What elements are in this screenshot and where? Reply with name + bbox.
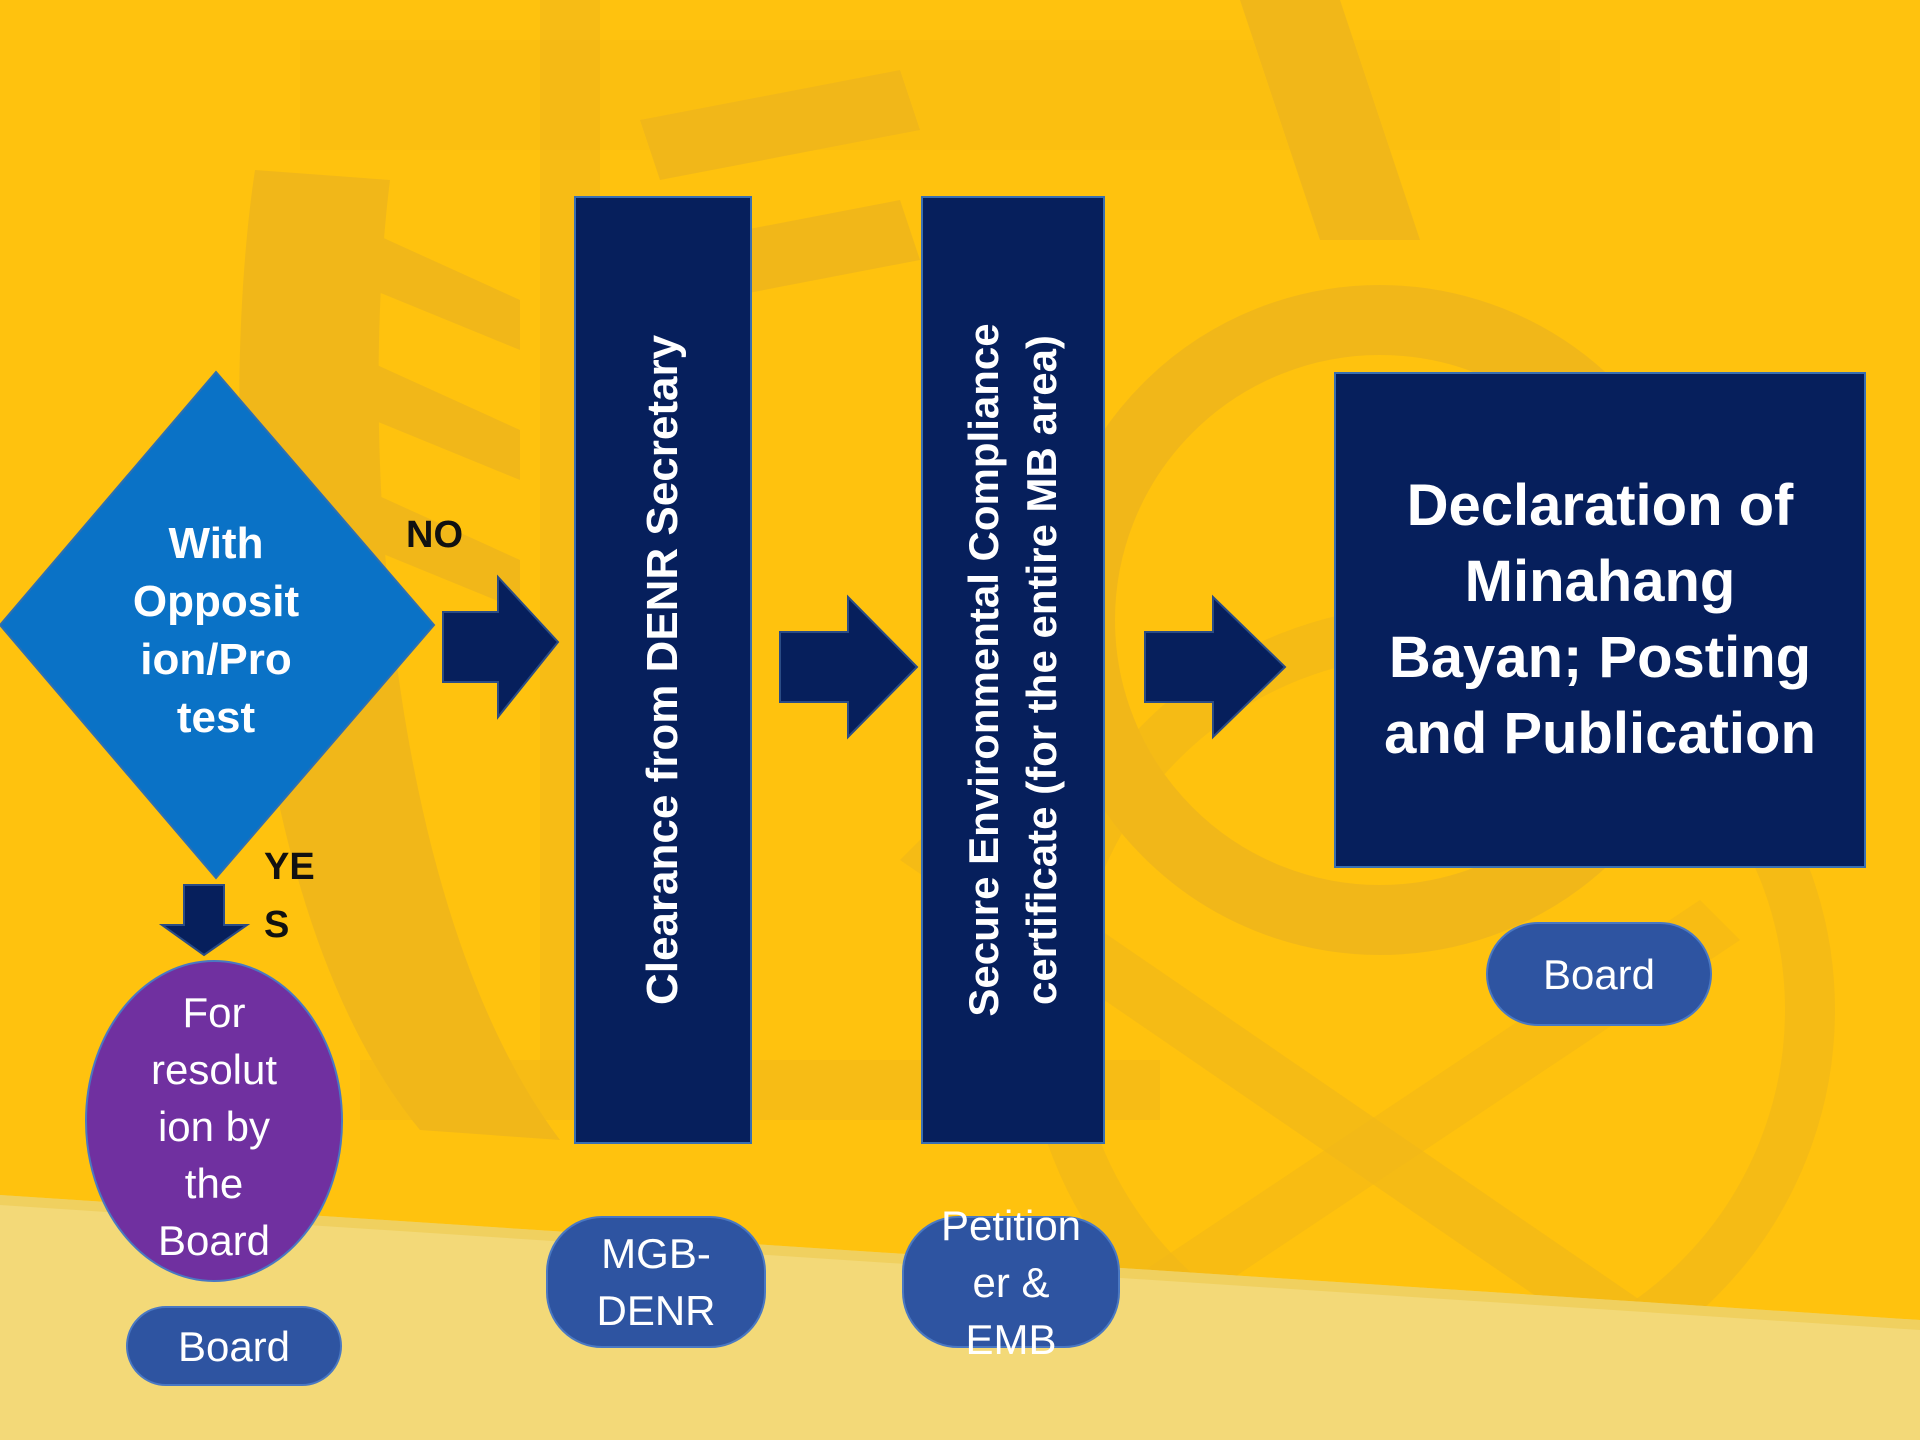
yes-label-line-2: S	[264, 904, 290, 946]
outcome-ellipse	[85, 960, 343, 1282]
step3-arrow	[1144, 594, 1287, 740]
step-clearance-role-pill: MGB- DENR	[546, 1216, 766, 1348]
step-ecc-role-line-3: EMB	[965, 1315, 1057, 1363]
step-ecc-label: Secure Environmental Compliance certific…	[955, 323, 1071, 1016]
outcome-role-pill: Board	[126, 1306, 342, 1386]
decision-label: With Opposit ion/Pro test	[100, 515, 332, 747]
step-declaration-line-4: and Publication	[1384, 701, 1816, 766]
yes-arrow	[158, 884, 251, 957]
decision-line-4: test	[176, 693, 256, 742]
outcome-line-5: Board	[157, 1217, 271, 1264]
outcome-line-1: For	[182, 989, 246, 1036]
step-clearance-role-line-1: MGB-	[601, 1230, 711, 1277]
decision-line-1: With	[168, 519, 264, 568]
step-ecc-label-line-1: Secure Environmental Compliance	[960, 323, 1007, 1017]
decision-line-2: Opposit	[132, 577, 300, 626]
step-declaration-line-1: Declaration of	[1406, 473, 1794, 538]
outcome-role-label: Board	[177, 1322, 291, 1370]
outcome-label: For resolut ion by the Board	[100, 984, 328, 1269]
step-ecc-label-line-2: certificate (for the entire MB area)	[1018, 335, 1065, 1005]
yes-branch-label: YE S	[264, 838, 315, 954]
step-ecc-role-pill: Petition er & EMB	[902, 1202, 1120, 1363]
step-clearance-box: Clearance from DENR Secretary	[574, 196, 752, 1144]
step-declaration-role-label: Board	[1542, 950, 1656, 998]
outcome-line-2: resolut	[150, 1046, 278, 1093]
decision-diamond	[0, 370, 436, 880]
step-ecc-role-line-1: Petition	[940, 1201, 1082, 1249]
no-arrow	[442, 574, 560, 720]
outcome-line-3: ion by	[157, 1103, 271, 1150]
yes-label-line-1: YE	[264, 846, 315, 888]
no-branch-label: NO	[406, 514, 463, 556]
step-declaration-role-pill: Board	[1486, 922, 1712, 1026]
decision-line-3: ion/Pro	[140, 635, 292, 684]
step-ecc-role-line-2: er &	[972, 1258, 1050, 1306]
step-clearance-role-line-2: DENR	[596, 1287, 716, 1334]
step-declaration-box: Declaration of Minahang Bayan; Posting a…	[1334, 372, 1866, 868]
step2-arrow	[779, 594, 919, 740]
step-declaration-line-2: Minahang	[1464, 549, 1736, 614]
step-declaration-label: Declaration of Minahang Bayan; Posting a…	[1384, 468, 1816, 772]
step-clearance-label: Clearance from DENR Secretary	[638, 334, 687, 1006]
step-declaration-line-3: Bayan; Posting	[1388, 625, 1812, 690]
step-ecc-box: Secure Environmental Compliance certific…	[921, 196, 1105, 1144]
outcome-line-4: the	[184, 1160, 244, 1207]
